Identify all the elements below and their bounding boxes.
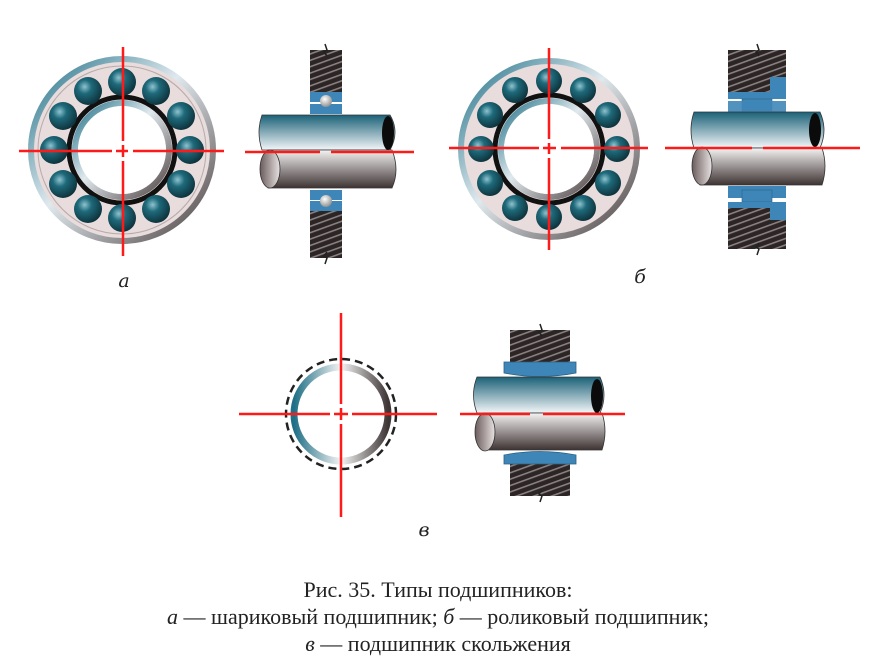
panel-a-front-view <box>19 47 224 256</box>
caption-line-3: в — подшипник скольжения <box>0 630 876 657</box>
caption-letter-a: а <box>167 604 179 629</box>
caption-letter-v: в <box>305 631 315 656</box>
panel-v-side-view <box>460 323 625 503</box>
caption-text-v: — подшипник скольжения <box>314 631 571 656</box>
caption-line-2: а — шариковый подшипник; б — роликовый п… <box>0 603 876 630</box>
label-b: б <box>634 266 646 288</box>
panel-v-front-view <box>239 313 437 517</box>
panel-b-front-view <box>449 48 648 250</box>
centerline-a-front <box>19 47 224 256</box>
panel-b-side-view <box>665 43 860 256</box>
caption-text-b: — роликовый подшипник; <box>454 604 709 629</box>
panel-a-side-view <box>245 43 414 265</box>
caption-letter-b: б <box>443 604 455 629</box>
rollers-b <box>468 68 630 230</box>
caption-text-a: — шариковый подшипник; <box>178 604 444 629</box>
figure-caption: Рис. 35. Типы подшипников: а — шариковый… <box>0 576 876 657</box>
centerline-b-front <box>449 48 648 250</box>
centerline-v-front <box>239 313 437 517</box>
balls-a <box>40 68 204 232</box>
label-v: в <box>418 519 430 541</box>
caption-title: Рис. 35. Типы подшипников: <box>303 577 573 602</box>
label-a: а <box>118 270 130 292</box>
